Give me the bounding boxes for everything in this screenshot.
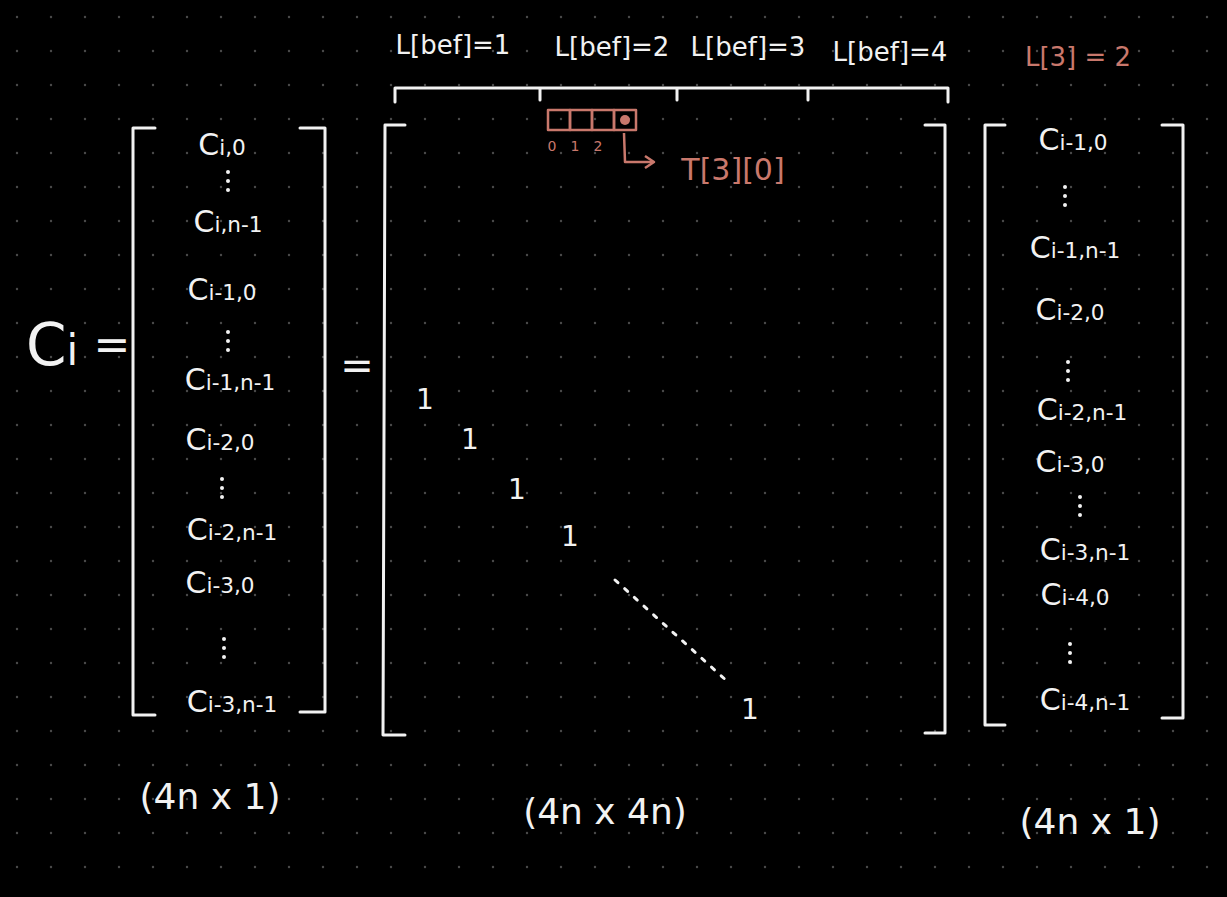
array-boxes xyxy=(548,110,654,168)
symbol: C xyxy=(1035,292,1056,327)
subscript: i-1,n-1 xyxy=(206,370,276,395)
equals-sign: = xyxy=(340,345,374,385)
array-index: 0 xyxy=(548,139,557,153)
subscript: i-1,0 xyxy=(1059,130,1107,155)
bracket xyxy=(1162,125,1183,718)
bracket xyxy=(133,128,155,715)
vector-entry: Ci-2,n-1 xyxy=(1037,395,1128,425)
subscript: i,n-1 xyxy=(214,212,262,237)
subscript: i,0 xyxy=(219,135,246,160)
symbol: C xyxy=(185,565,206,600)
symbol: C xyxy=(1038,122,1059,157)
bracket xyxy=(383,125,405,735)
subscript: i-2,n-1 xyxy=(208,520,278,545)
matrix-entry: 1 xyxy=(508,476,526,504)
array-mark xyxy=(620,115,630,125)
symbol: C xyxy=(187,684,208,719)
vector-entry: Ci-2,0 xyxy=(1035,295,1104,325)
index-label: L[bef]=3 xyxy=(691,34,806,60)
symbol: C xyxy=(1040,682,1061,717)
symbol: C xyxy=(1030,230,1051,265)
dimension-label: (4n x 1) xyxy=(140,779,281,815)
subscript: i-3,0 xyxy=(1056,452,1104,477)
matrix-entry: 1 xyxy=(461,426,479,454)
note-label: L[3] = 2 xyxy=(1025,44,1131,70)
subscript: i-2,n-1 xyxy=(1058,400,1128,425)
array-index: 2 xyxy=(594,139,603,153)
subscript: i-1,0 xyxy=(208,280,256,305)
equals-sign: = xyxy=(94,323,131,367)
vector-entry: Ci-3,n-1 xyxy=(187,687,278,717)
symbol: C xyxy=(193,204,214,239)
subscript: i xyxy=(66,326,78,375)
subscript: i-3,n-1 xyxy=(208,692,278,717)
subscript: i-2,0 xyxy=(1056,300,1104,325)
bracket xyxy=(985,125,1005,725)
vector-entry: Ci-3,0 xyxy=(1035,447,1104,477)
vector-entry: Ci,0 xyxy=(198,130,246,160)
top-brace xyxy=(395,88,948,102)
vertical-dots xyxy=(220,170,1082,664)
dimension-label: (4n x 4n) xyxy=(523,794,687,830)
vector-name: Ci xyxy=(26,316,78,374)
vector-entry: Ci-3,n-1 xyxy=(1040,535,1131,565)
subscript: i-3,0 xyxy=(206,573,254,598)
bracket xyxy=(300,128,325,712)
index-label: L[bef]=2 xyxy=(555,34,670,60)
subscript: i-1,n-1 xyxy=(1051,238,1121,263)
symbol: C xyxy=(185,362,206,397)
bracket xyxy=(925,125,945,733)
dimension-label: (4n x 1) xyxy=(1020,804,1161,840)
symbol: C xyxy=(187,272,208,307)
vector-entry: Ci-4,0 xyxy=(1040,580,1109,610)
matrix-entry: 1 xyxy=(416,386,434,414)
subscript: i-4,n-1 xyxy=(1061,690,1131,715)
vector-entry: Ci-4,n-1 xyxy=(1040,685,1131,715)
vector-entry: Ci-2,n-1 xyxy=(187,515,278,545)
vector-entry: Ci,n-1 xyxy=(193,207,262,237)
index-label: L[bef]=1 xyxy=(396,32,511,58)
symbol: C xyxy=(187,512,208,547)
vector-entry: Ci-1,n-1 xyxy=(1030,233,1121,263)
vector-entry: Ci-1,0 xyxy=(1038,125,1107,155)
diagonal-dots xyxy=(615,580,728,682)
vector-entry: Ci-3,0 xyxy=(185,568,254,598)
vector-entry: Ci-1,0 xyxy=(187,275,256,305)
subscript: i-3,n-1 xyxy=(1061,540,1131,565)
symbol: C xyxy=(1040,577,1061,612)
vector-entry: Ci-2,0 xyxy=(185,425,254,455)
matrix-entry: 1 xyxy=(561,523,579,551)
array-index: 1 xyxy=(571,139,580,153)
subscript: i-4,0 xyxy=(1061,585,1109,610)
symbol: C xyxy=(26,311,67,379)
symbol: C xyxy=(1037,392,1058,427)
symbol: C xyxy=(198,127,219,162)
note-label: T[3][0] xyxy=(681,155,784,185)
index-label: L[bef]=4 xyxy=(833,39,948,65)
symbol: C xyxy=(1040,532,1061,567)
symbol: C xyxy=(185,422,206,457)
symbol: C xyxy=(1035,444,1056,479)
matrix-entry: 1 xyxy=(741,696,759,724)
subscript: i-2,0 xyxy=(206,430,254,455)
vector-entry: Ci-1,n-1 xyxy=(185,365,276,395)
